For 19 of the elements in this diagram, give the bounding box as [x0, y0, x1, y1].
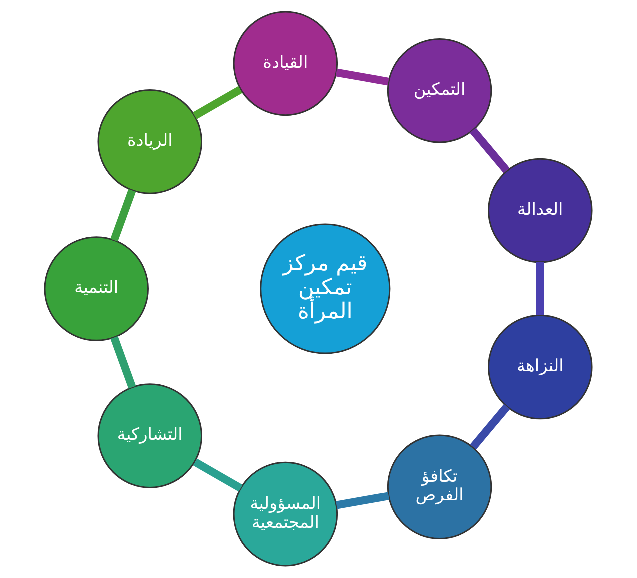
connector [110, 189, 136, 242]
node-circle: قيم مركز تمكين المرأة [260, 224, 391, 354]
connector [193, 458, 243, 492]
node-circle: التنمية [44, 236, 149, 342]
node-circle: التمكين [387, 38, 492, 144]
node-circle: الريادة [98, 90, 202, 194]
node-circle: القيادة [233, 11, 338, 116]
node-circle: العدالة [488, 158, 593, 264]
node-circle: تكافؤ الفرص [387, 434, 492, 540]
connector [110, 336, 136, 389]
connector [192, 86, 242, 120]
connector [470, 404, 510, 450]
connector [336, 68, 390, 86]
connector [470, 128, 510, 174]
connector [336, 492, 390, 510]
node-circle: المسؤولية المجتمعية [233, 462, 338, 567]
node-circle: التشاركية [98, 384, 202, 488]
connector [536, 262, 544, 316]
node-circle: النزاهة [488, 314, 593, 420]
